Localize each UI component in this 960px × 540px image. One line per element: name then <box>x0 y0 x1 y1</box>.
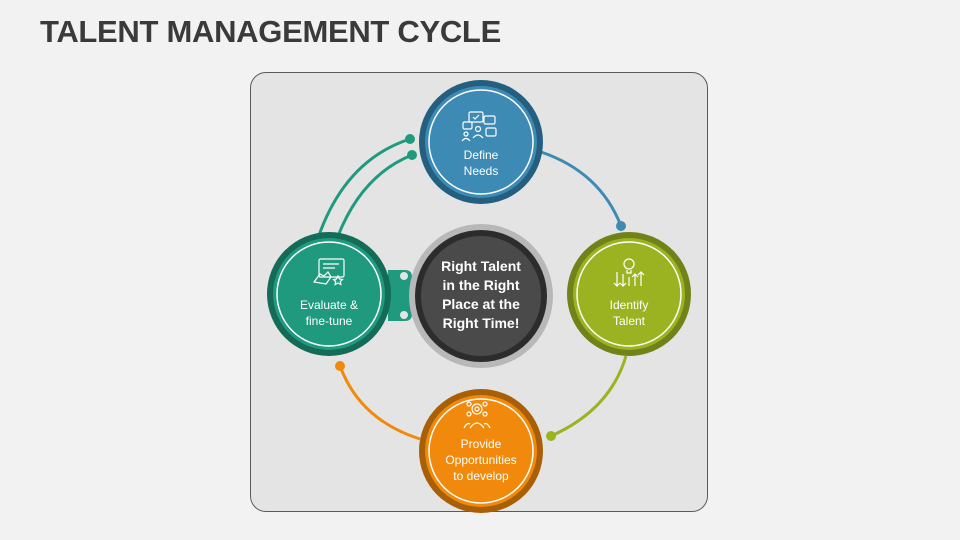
evaluate-fine-tune-line-1: Evaluate & <box>299 298 359 312</box>
center-line-1: Right Talent <box>441 258 521 274</box>
lightbulb-arrows-icon <box>613 258 645 287</box>
chat-people-icon <box>461 111 497 142</box>
identify-talent-line-1: Identify <box>609 298 649 312</box>
identify-talent-line-2: Talent <box>612 314 646 328</box>
connector-dot-provide-evaluate <box>335 361 345 371</box>
center-line-3: Place at the <box>442 296 520 312</box>
node-identify-talent <box>567 232 691 356</box>
connector-dot-evaluate-define-outer <box>405 134 415 144</box>
provide-opportunities-line-3: to develop <box>453 469 509 483</box>
center-message: Right Talent in the Right Place at the R… <box>421 257 541 333</box>
define-needs-line-2: Needs <box>463 164 499 178</box>
connector-evaluate-define-outer <box>316 137 411 239</box>
connector-identify-provide <box>550 355 628 438</box>
node-provide-opportunities <box>419 389 543 513</box>
define-needs-line-1: Define <box>463 148 499 162</box>
people-network-icon <box>463 401 491 429</box>
page-title: TALENT MANAGEMENT CYCLE <box>40 14 501 49</box>
connector-provide-evaluate <box>338 365 421 441</box>
hand-screen-icon <box>312 258 345 286</box>
connector-evaluate-define-inner <box>336 153 413 237</box>
connector-dot-define-identify <box>616 221 626 231</box>
center-line-4: Right Time! <box>442 315 520 331</box>
identify-talent-label: Identify Talent <box>579 297 679 329</box>
node-evaluate-fine-tune <box>267 232 391 356</box>
evaluate-fine-tune-line-2: fine-tune <box>305 314 353 328</box>
center-circle <box>409 224 553 368</box>
connector-define-identify <box>540 150 623 227</box>
provide-opportunities-line-1: Provide <box>460 437 502 451</box>
center-line-2: in the Right <box>442 277 520 293</box>
provide-opportunities-line-2: Opportunities <box>445 453 517 467</box>
connector-dot-evaluate-define-inner <box>407 150 417 160</box>
evaluate-fine-tune-label: Evaluate & fine-tune <box>279 297 379 329</box>
connector-dot-identify-provide <box>546 431 556 441</box>
node-define-needs <box>419 80 543 204</box>
provide-opportunities-label: Provide Opportunities to develop <box>426 436 536 484</box>
evaluate-center-bracket <box>388 270 412 321</box>
define-needs-label: Define Needs <box>431 147 531 179</box>
